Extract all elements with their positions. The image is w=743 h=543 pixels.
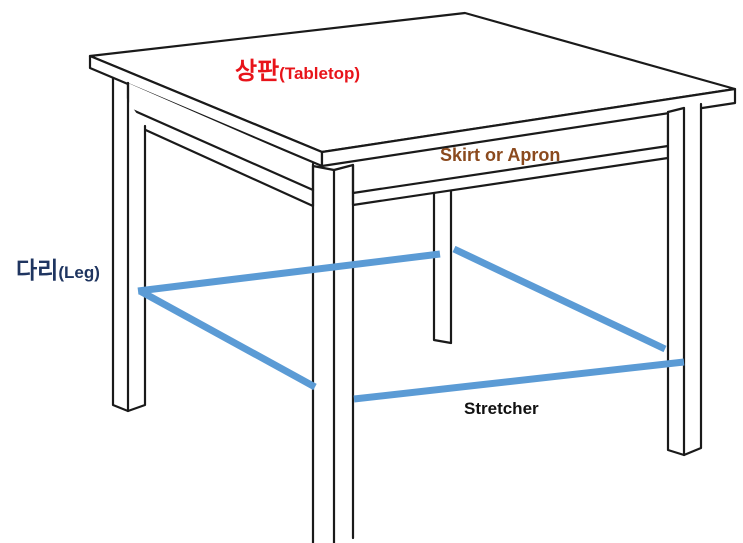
label-leg-sub: (Leg) [58, 263, 100, 282]
stretcher-right-back [452, 245, 667, 353]
label-skirt: Skirt or Apron [440, 145, 561, 165]
leg-front-corner [311, 163, 355, 543]
stretcher-left-back [137, 250, 441, 295]
stretcher-left-front [138, 287, 317, 391]
label-tabletop: 상판(Tabletop) [235, 60, 360, 84]
leg-back [432, 183, 453, 345]
label-leg: 다리(Leg) [16, 259, 100, 282]
label-stretcher: Stretcher [464, 399, 539, 418]
tabletop-right-edge [320, 87, 737, 168]
label-tabletop-main: 상판 [235, 58, 280, 85]
stretcher-front [353, 358, 685, 403]
label-tabletop-sub: (Tabletop) [279, 64, 361, 83]
label-leg-main: 다리 [16, 257, 59, 283]
